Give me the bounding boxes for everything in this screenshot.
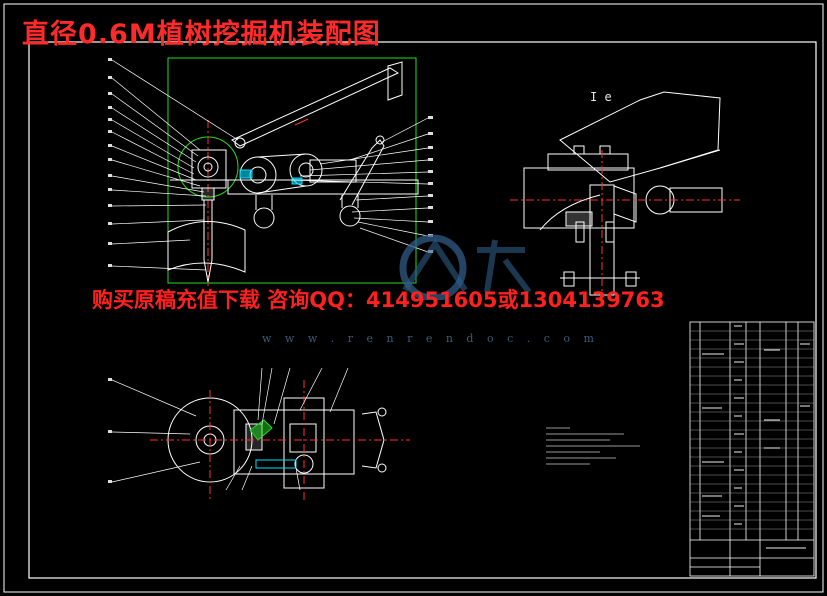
side-view: [510, 91, 740, 305]
technical-notes: [546, 427, 640, 465]
watermark-logo-icon: [399, 234, 532, 300]
view-label: I e: [590, 90, 612, 104]
parts-list-table: [689, 321, 815, 577]
watermark-site: w w w . r e n r e n d o c . c o m: [262, 332, 599, 345]
outer-border: [3, 3, 824, 593]
drawing-frame: [28, 41, 817, 579]
front-view: [111, 57, 429, 286]
promo-banner: 购买原稿充值下载 咨询QQ：414951605或1304139763: [92, 288, 665, 312]
part-number-marks: [108, 58, 433, 483]
top-view: [111, 367, 410, 500]
drawing-title: 直径0.6M植树挖掘机装配图: [22, 19, 381, 50]
